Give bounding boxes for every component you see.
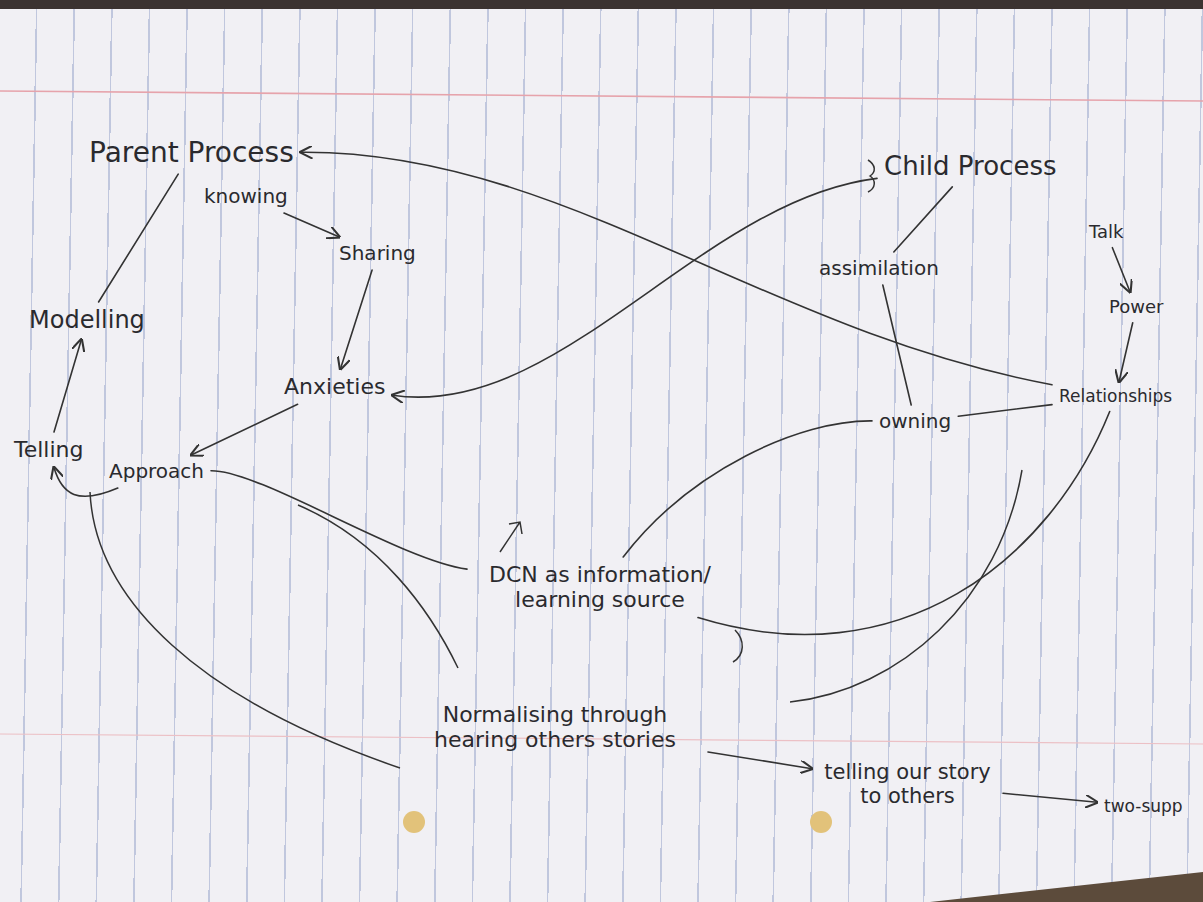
note-text: Relationships xyxy=(1059,387,1172,407)
punch-hole xyxy=(810,811,832,833)
handwritten-note: Parent Process xyxy=(85,135,298,171)
handwritten-note: Relationships xyxy=(1055,385,1176,409)
note-text: Anxieties xyxy=(284,374,385,399)
note-text: Talk xyxy=(1089,222,1123,243)
note-text: assimilation xyxy=(819,257,939,280)
hand-arrow xyxy=(500,522,522,552)
note-text: two-supp xyxy=(1104,797,1183,817)
note-text: Power xyxy=(1109,297,1163,318)
hand-arrow xyxy=(54,340,81,432)
handwritten-note: Telling xyxy=(10,435,87,464)
hand-arrow xyxy=(99,174,179,302)
hand-arrow xyxy=(392,178,877,397)
handwritten-note: assimilation xyxy=(815,255,943,282)
handwritten-note: Sharing xyxy=(335,240,420,267)
hand-arrow xyxy=(958,405,1052,417)
hand-arrow xyxy=(698,412,1110,635)
handwritten-note: telling our story to others xyxy=(815,758,1000,810)
hand-arrow xyxy=(191,404,297,455)
hand-arrow xyxy=(708,752,812,769)
hand-arrow xyxy=(284,213,339,237)
note-text: telling our story to others xyxy=(819,760,996,808)
hand-arrow xyxy=(54,467,118,496)
punch-hole xyxy=(403,811,425,833)
margin-line xyxy=(0,91,1203,101)
hand-stroke xyxy=(790,470,1022,702)
handwritten-note: Normalising through hearing others stori… xyxy=(405,700,705,755)
handwritten-note: Modelling xyxy=(25,305,149,337)
hand-arrow xyxy=(894,187,953,252)
bracket xyxy=(733,630,742,662)
desk-edge xyxy=(930,872,1203,902)
hand-arrow xyxy=(1119,323,1133,382)
hand-arrow xyxy=(883,285,911,405)
note-text: Parent Process xyxy=(89,137,294,169)
handwritten-note: two-supp xyxy=(1100,795,1187,819)
note-text: Child Process xyxy=(884,152,1056,182)
handwritten-note: Talk xyxy=(1085,220,1127,245)
desk-edge xyxy=(0,0,1203,9)
hand-arrow xyxy=(301,152,1052,385)
handwritten-note: Child Process xyxy=(880,150,1060,184)
note-text: owning xyxy=(879,410,951,433)
hand-stroke xyxy=(298,505,458,668)
note-text: DCN as information/ learning source xyxy=(474,562,726,613)
bracket xyxy=(868,160,874,192)
hand-stroke xyxy=(90,492,400,768)
handwritten-note: knowing xyxy=(200,183,292,210)
note-text: Normalising through hearing others stori… xyxy=(409,702,701,753)
note-text: Approach xyxy=(109,460,204,483)
handwritten-note: Anxieties xyxy=(280,372,389,401)
handwritten-note: Approach xyxy=(105,458,208,485)
handwritten-note: DCN as information/ learning source xyxy=(470,560,730,615)
note-text: Sharing xyxy=(339,242,416,265)
note-text: Modelling xyxy=(29,307,145,335)
note-text: knowing xyxy=(204,185,288,208)
hand-arrow xyxy=(623,421,872,557)
handwritten-note: owning xyxy=(875,408,955,435)
hand-arrow xyxy=(1112,248,1130,292)
hand-arrow xyxy=(340,270,372,369)
hand-arrow xyxy=(211,471,467,569)
handwritten-note: Power xyxy=(1105,295,1167,320)
hand-arrow xyxy=(1003,793,1097,802)
note-text: Telling xyxy=(14,437,83,462)
